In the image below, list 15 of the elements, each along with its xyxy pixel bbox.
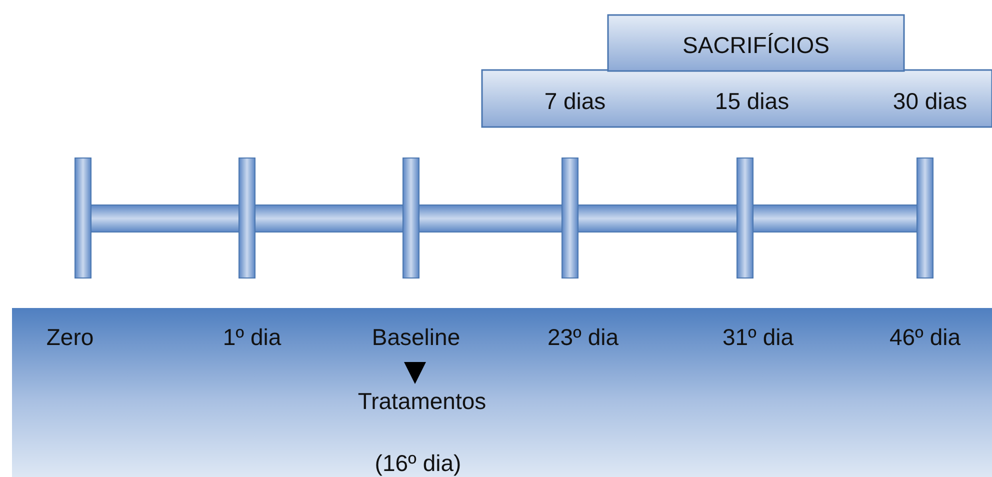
day-label: 23º dia — [547, 324, 619, 351]
day-label: 31º dia — [722, 324, 794, 351]
header-band — [481, 69, 992, 128]
time-label: 30 dias — [892, 88, 968, 115]
timeline-band — [12, 308, 992, 477]
day-label: Zero — [46, 324, 94, 351]
day-label: 46º dia — [889, 324, 961, 351]
group-heading: SACRIFÍCIOS — [682, 32, 830, 59]
day-label: 1º dia — [222, 324, 282, 351]
header-band — [607, 14, 905, 72]
time-label: 7 dias — [544, 88, 606, 115]
time-label: 15 dias — [714, 88, 790, 115]
treatment-label: Tratamentos — [358, 388, 486, 415]
treatment-label: (16º dia) — [374, 450, 462, 477]
day-label: Baseline — [372, 324, 460, 351]
